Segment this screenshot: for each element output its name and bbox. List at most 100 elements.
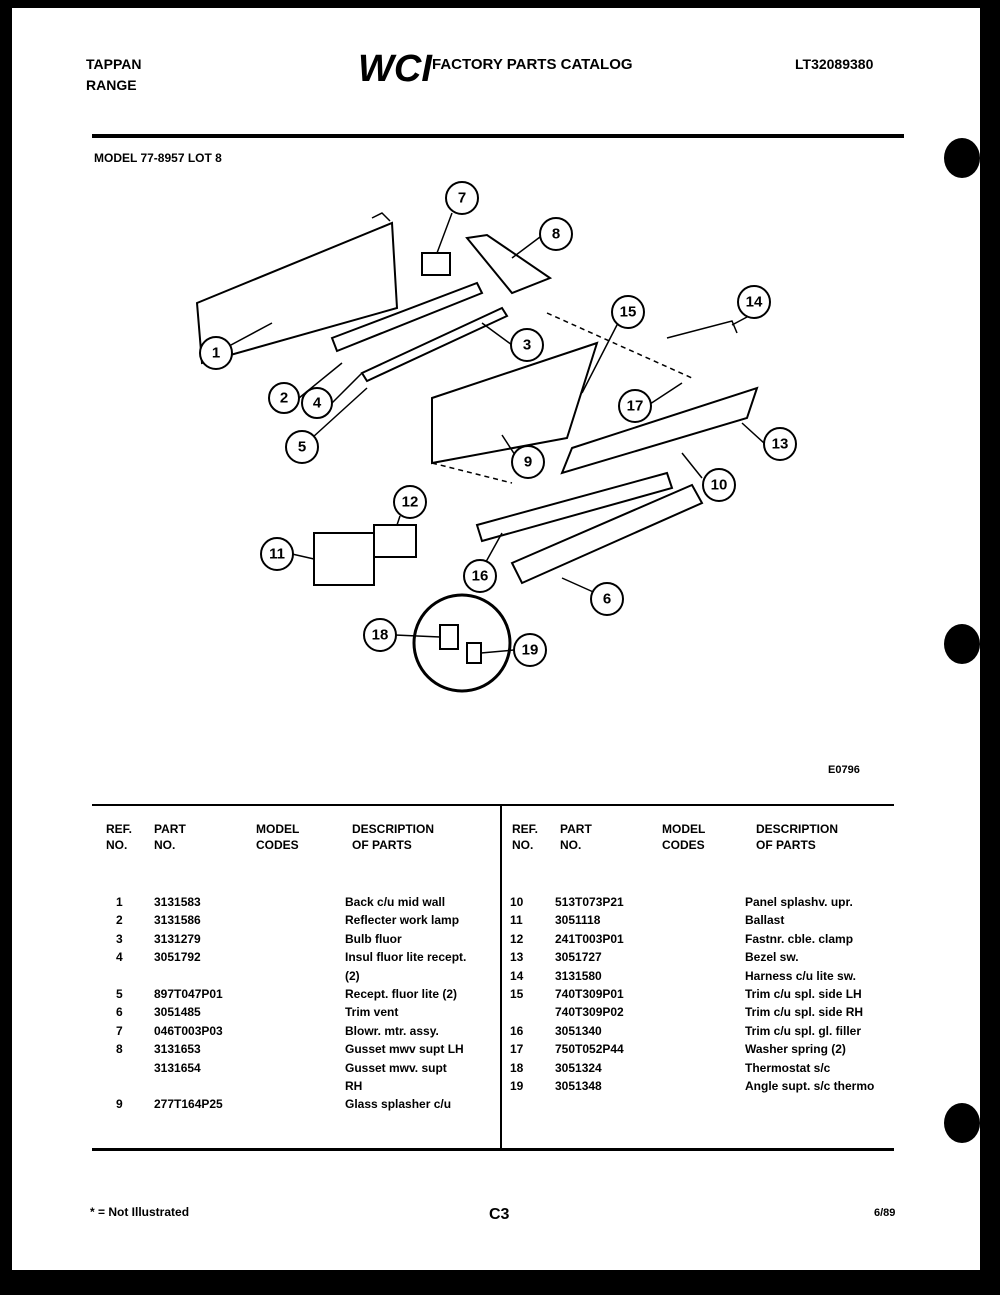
right-part-column: 513T073P21 3051118 241T003P01 3051727 31… (555, 893, 624, 1095)
table-cell (154, 967, 223, 985)
binder-hole-bottom (944, 1103, 980, 1143)
binder-hole-top (944, 138, 980, 178)
table-cell: 13 (510, 950, 524, 965)
table-cell: 5 (116, 986, 123, 1001)
table-cell: Thermostat s/c (745, 1060, 831, 1075)
table-top-rule (92, 804, 894, 806)
table-divider (500, 804, 502, 1148)
callout-12: 12 (393, 485, 427, 519)
table-cell: 3051792 (154, 950, 201, 965)
svg-text:9: 9 (524, 454, 532, 471)
ballast-box (313, 532, 375, 586)
trim-filler (475, 471, 674, 543)
table-cell: 12 (510, 931, 524, 946)
callout-11: 11 (260, 537, 294, 571)
table-cell: 6 (116, 1005, 123, 1020)
leader-15 (581, 322, 619, 394)
leader-4 (331, 372, 363, 404)
logo-text: WCI (358, 48, 433, 86)
leader-7 (436, 212, 453, 254)
table-cell: 046T003P03 (154, 1023, 223, 1038)
table-cell: 3051340 (555, 1023, 602, 1038)
svg-text:7: 7 (458, 190, 466, 207)
table-cell: 3051348 (555, 1078, 602, 1093)
table-cell: Ballast (745, 913, 785, 928)
table-cell: 17 (510, 1042, 524, 1057)
table-cell: Harness c/u lite sw. (745, 968, 856, 983)
header-ref-left: REF.NO. (106, 822, 133, 852)
svg-text:4: 4 (313, 395, 322, 412)
svg-text:1: 1 (212, 345, 220, 362)
fastener-box (373, 524, 417, 558)
upper-splash-panel (560, 386, 759, 475)
table-cell: Glass splasher c/u (345, 1097, 452, 1112)
callout-9: 9 (511, 445, 545, 479)
table-cell: 10 (510, 895, 524, 909)
thermostat-detail-circle (412, 593, 512, 693)
callout-18: 18 (363, 618, 397, 652)
table-cell: 740T309P02 (555, 1005, 624, 1020)
table-cell: 7 (116, 1023, 123, 1038)
svg-text:8: 8 (552, 226, 560, 243)
table-cell: Back c/u mid wall (345, 895, 446, 909)
product-type: RANGE (86, 77, 137, 93)
table-cell (154, 1077, 223, 1095)
table-cell: 3131583 (154, 895, 201, 909)
table-cell (116, 1059, 123, 1077)
table-cell: 14 (510, 968, 524, 983)
table-cell: 740T309P01 (555, 986, 624, 1001)
callout-15: 15 (611, 295, 645, 329)
table-cell: Trim c/u spl. gl. filler (745, 1023, 862, 1038)
header-ref-right: REF.NO. (512, 822, 539, 852)
table-cell: Insul fluor lite recept. (345, 950, 467, 965)
callout-17: 17 (618, 389, 652, 423)
table-cell: 16 (510, 1023, 524, 1038)
leader-17 (649, 382, 683, 405)
svg-text:10: 10 (711, 477, 728, 494)
svg-text:19: 19 (522, 642, 539, 659)
svg-text:13: 13 (772, 436, 789, 453)
leader-14 (731, 316, 748, 326)
table-cell: 897T047P01 (154, 986, 223, 1001)
angle-support (466, 642, 482, 664)
leader-10 (681, 452, 703, 479)
svg-text:3: 3 (523, 337, 531, 354)
table-cell: 8 (116, 1042, 123, 1057)
callout-2: 2 (268, 382, 300, 414)
table-cell: 241T003P01 (555, 931, 624, 946)
revision-date: 6/89 (874, 1207, 896, 1219)
exploded-parts-diagram: 1 2 3 4 5 6 7 8 9 10 11 12 13 14 15 16 1… (195, 181, 797, 693)
table-cell: Trim c/u spl. side LH (745, 986, 862, 1001)
table-cell: Recept. fluor lite (2) (345, 986, 458, 1001)
catalog-title: FACTORY PARTS CATALOG (432, 56, 633, 73)
footnote: * = Not Illustrated (90, 1205, 190, 1219)
table-cell: Reflecter work lamp (345, 913, 460, 928)
right-desc-column: Panel splashv. upr. Ballast Fastnr. cble… (745, 893, 874, 1095)
table-cell (116, 967, 123, 985)
table-cell: 9 (116, 1097, 123, 1112)
callout-7: 7 (445, 181, 479, 215)
table-cell: 3131586 (154, 913, 201, 928)
callout-16: 16 (463, 559, 497, 593)
table-cell: 2 (116, 913, 123, 928)
table-cell: 3051324 (555, 1060, 602, 1075)
blower-motor (421, 252, 451, 276)
table-cell: Fastnr. cble. clamp (745, 931, 854, 946)
glass-splasher (431, 341, 599, 465)
binder-hole-middle (944, 624, 980, 664)
table-cell: 3131580 (555, 968, 602, 983)
right-ref-column: 10 11 12 13 14 15 16 17 18 19 (510, 893, 523, 1095)
model-line: MODEL 77-8957 LOT 8 (94, 151, 222, 165)
svg-text:14: 14 (746, 294, 763, 311)
table-cell: 1 (116, 895, 123, 909)
table-bottom-rule (92, 1148, 894, 1151)
table-cell: Washer spring (2) (745, 1042, 846, 1057)
page-number: C3 (489, 1206, 510, 1223)
svg-text:16: 16 (472, 568, 489, 585)
table-cell: 4 (116, 950, 123, 965)
brand-block: TAPPAN RANGE (86, 54, 141, 96)
